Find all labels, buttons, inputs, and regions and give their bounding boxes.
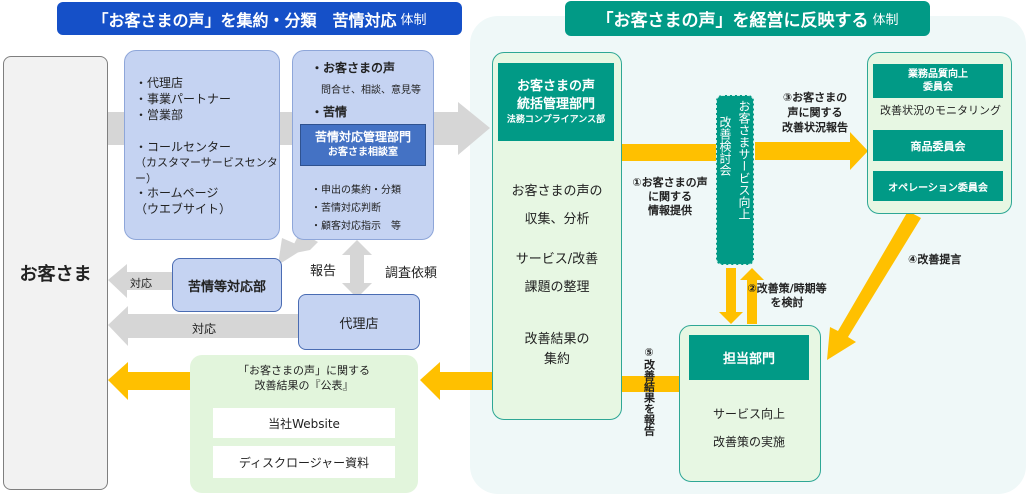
gray-flow-arrow (432, 102, 490, 155)
central-dept-header: お客さまの声 統括管理部門 法務コンプライアンス部 (498, 63, 614, 141)
central-dept-tasks: お客さまの声の 収集、分析 サービス/改善 課題の整理 改善結果の 集約 (511, 184, 603, 367)
publication-box: 「お客さまの声」に関する 改善結果の『公表』 当社Website ディスクロージ… (190, 355, 418, 493)
channel-item: （カスタマーサービスセンター） (135, 156, 278, 185)
complaint-heading: ・苦情 (311, 105, 348, 119)
step4-label: ④改善提言 (908, 253, 962, 266)
voice-heading: ・お客さまの声 (311, 61, 396, 75)
responsible-dept-header: 担当部門 (689, 335, 809, 380)
right-section-title: 「お客さまの声」を経営に反映する体制 (565, 1, 930, 36)
respond-arrow-2 (108, 306, 300, 346)
task-item: ・苦情対応判断 (311, 203, 381, 214)
step4-arrow (827, 211, 921, 360)
step2-down-arrow (719, 268, 743, 324)
report-label: 報告 (310, 264, 337, 279)
task-item: ・申出の集約・分類 (311, 185, 401, 196)
monitoring-label: 改善状況のモニタリング (880, 104, 1001, 117)
respond-arrow-1 (108, 264, 172, 298)
gray-flow-arrow (106, 112, 124, 145)
investigation-arrow (342, 240, 372, 298)
report-arrow-head (278, 238, 305, 265)
channel-item: ・営業部 (135, 108, 184, 122)
agency-box: 代理店 (298, 294, 420, 350)
channel-item: ・ホームページ (135, 186, 219, 200)
gray-flow-arrow (278, 112, 292, 145)
channel-item: ・代理店 (135, 76, 184, 90)
channel-item: （ウエブサイト） (135, 202, 232, 216)
central-to-publish-arrow (420, 362, 493, 400)
responsible-dept-tasks: サービス向上 改善策の実施 (712, 407, 785, 449)
step5-label: ⑤ 改善結果を報告 (642, 346, 656, 436)
complaint-management-dept: 苦情対応管理部門 お客さま相談室 (300, 124, 426, 166)
service-improvement-council: お客さまサービス向上 改善検討会 (716, 95, 754, 265)
step3-arrow (755, 132, 868, 170)
investigation-request-label: 調査依頼 (385, 266, 438, 281)
publish-to-customer-arrow (108, 362, 190, 400)
task-item: ・顧客対応指示 等 (311, 221, 401, 232)
complaint-handling-dept: 苦情等対応部 (172, 258, 282, 312)
disclosure-item: ディスクロージャー資料 (213, 446, 395, 478)
channel-item: ・コールセンター (135, 140, 232, 154)
publish-heading: 「お客さまの声」に関する (238, 364, 370, 377)
respond-label: 対応 (192, 322, 217, 336)
step2-up-arrow (740, 268, 764, 324)
customer-label: お客さま (19, 264, 92, 285)
channels-box: ・代理店 ・事業パートナー ・営業部 ・コールセンター （カスタマーサービスセン… (124, 50, 280, 240)
step1-arrow (622, 144, 718, 161)
channel-item: ・事業パートナー (135, 92, 232, 106)
quality-committee: 業務品質向上 委員会 (873, 64, 1003, 98)
step1-label: ①お客さまの声 に関する 情報提供 (632, 176, 708, 217)
step3-label: ③お客さまの 声に関する 改善状況報告 (782, 91, 848, 134)
left-section-title: 「お客さまの声」を集約・分類 苦情対応体制 (57, 2, 462, 35)
product-committee: 商品委員会 (873, 130, 1003, 161)
website-item: 当社Website (213, 408, 395, 438)
step5-arrow (622, 376, 680, 392)
customer-box: お客さま (3, 56, 108, 490)
publish-heading: 改善結果の『公表』 (254, 379, 354, 392)
voice-detail: 問合せ、相談、意見等 (321, 85, 421, 96)
respond-label: 対応 (130, 277, 152, 290)
step2-label: ②改善策/時期等 を検討 (747, 282, 827, 309)
operation-committee: オペレーション委員会 (873, 171, 1003, 201)
